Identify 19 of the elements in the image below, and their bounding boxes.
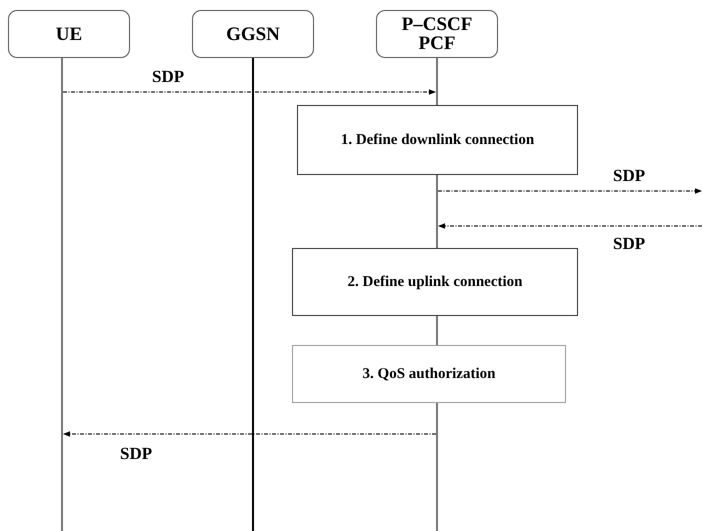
- lifeline: [436, 58, 438, 531]
- process-box: [292, 248, 578, 316]
- process-box: [292, 345, 566, 403]
- message-arrow: [438, 188, 702, 194]
- participant-box: [8, 10, 130, 58]
- participant-box: [376, 10, 498, 58]
- process-box: [297, 105, 578, 175]
- node-label: UE: [56, 24, 82, 44]
- participant-box: [192, 10, 314, 58]
- message-arrow: [62, 89, 436, 95]
- node-label: 2. Define uplink connection: [347, 274, 523, 290]
- node-label: P–CSCF PCF: [400, 15, 474, 53]
- lifeline: [61, 58, 63, 531]
- node-label: 1. Define downlink connection: [340, 132, 534, 148]
- node-label: 3. QoS authorization: [362, 366, 496, 382]
- message-arrow: [438, 223, 702, 229]
- lifeline: [252, 58, 254, 531]
- node-label: GGSN: [226, 24, 280, 44]
- message-arrow: [62, 431, 436, 437]
